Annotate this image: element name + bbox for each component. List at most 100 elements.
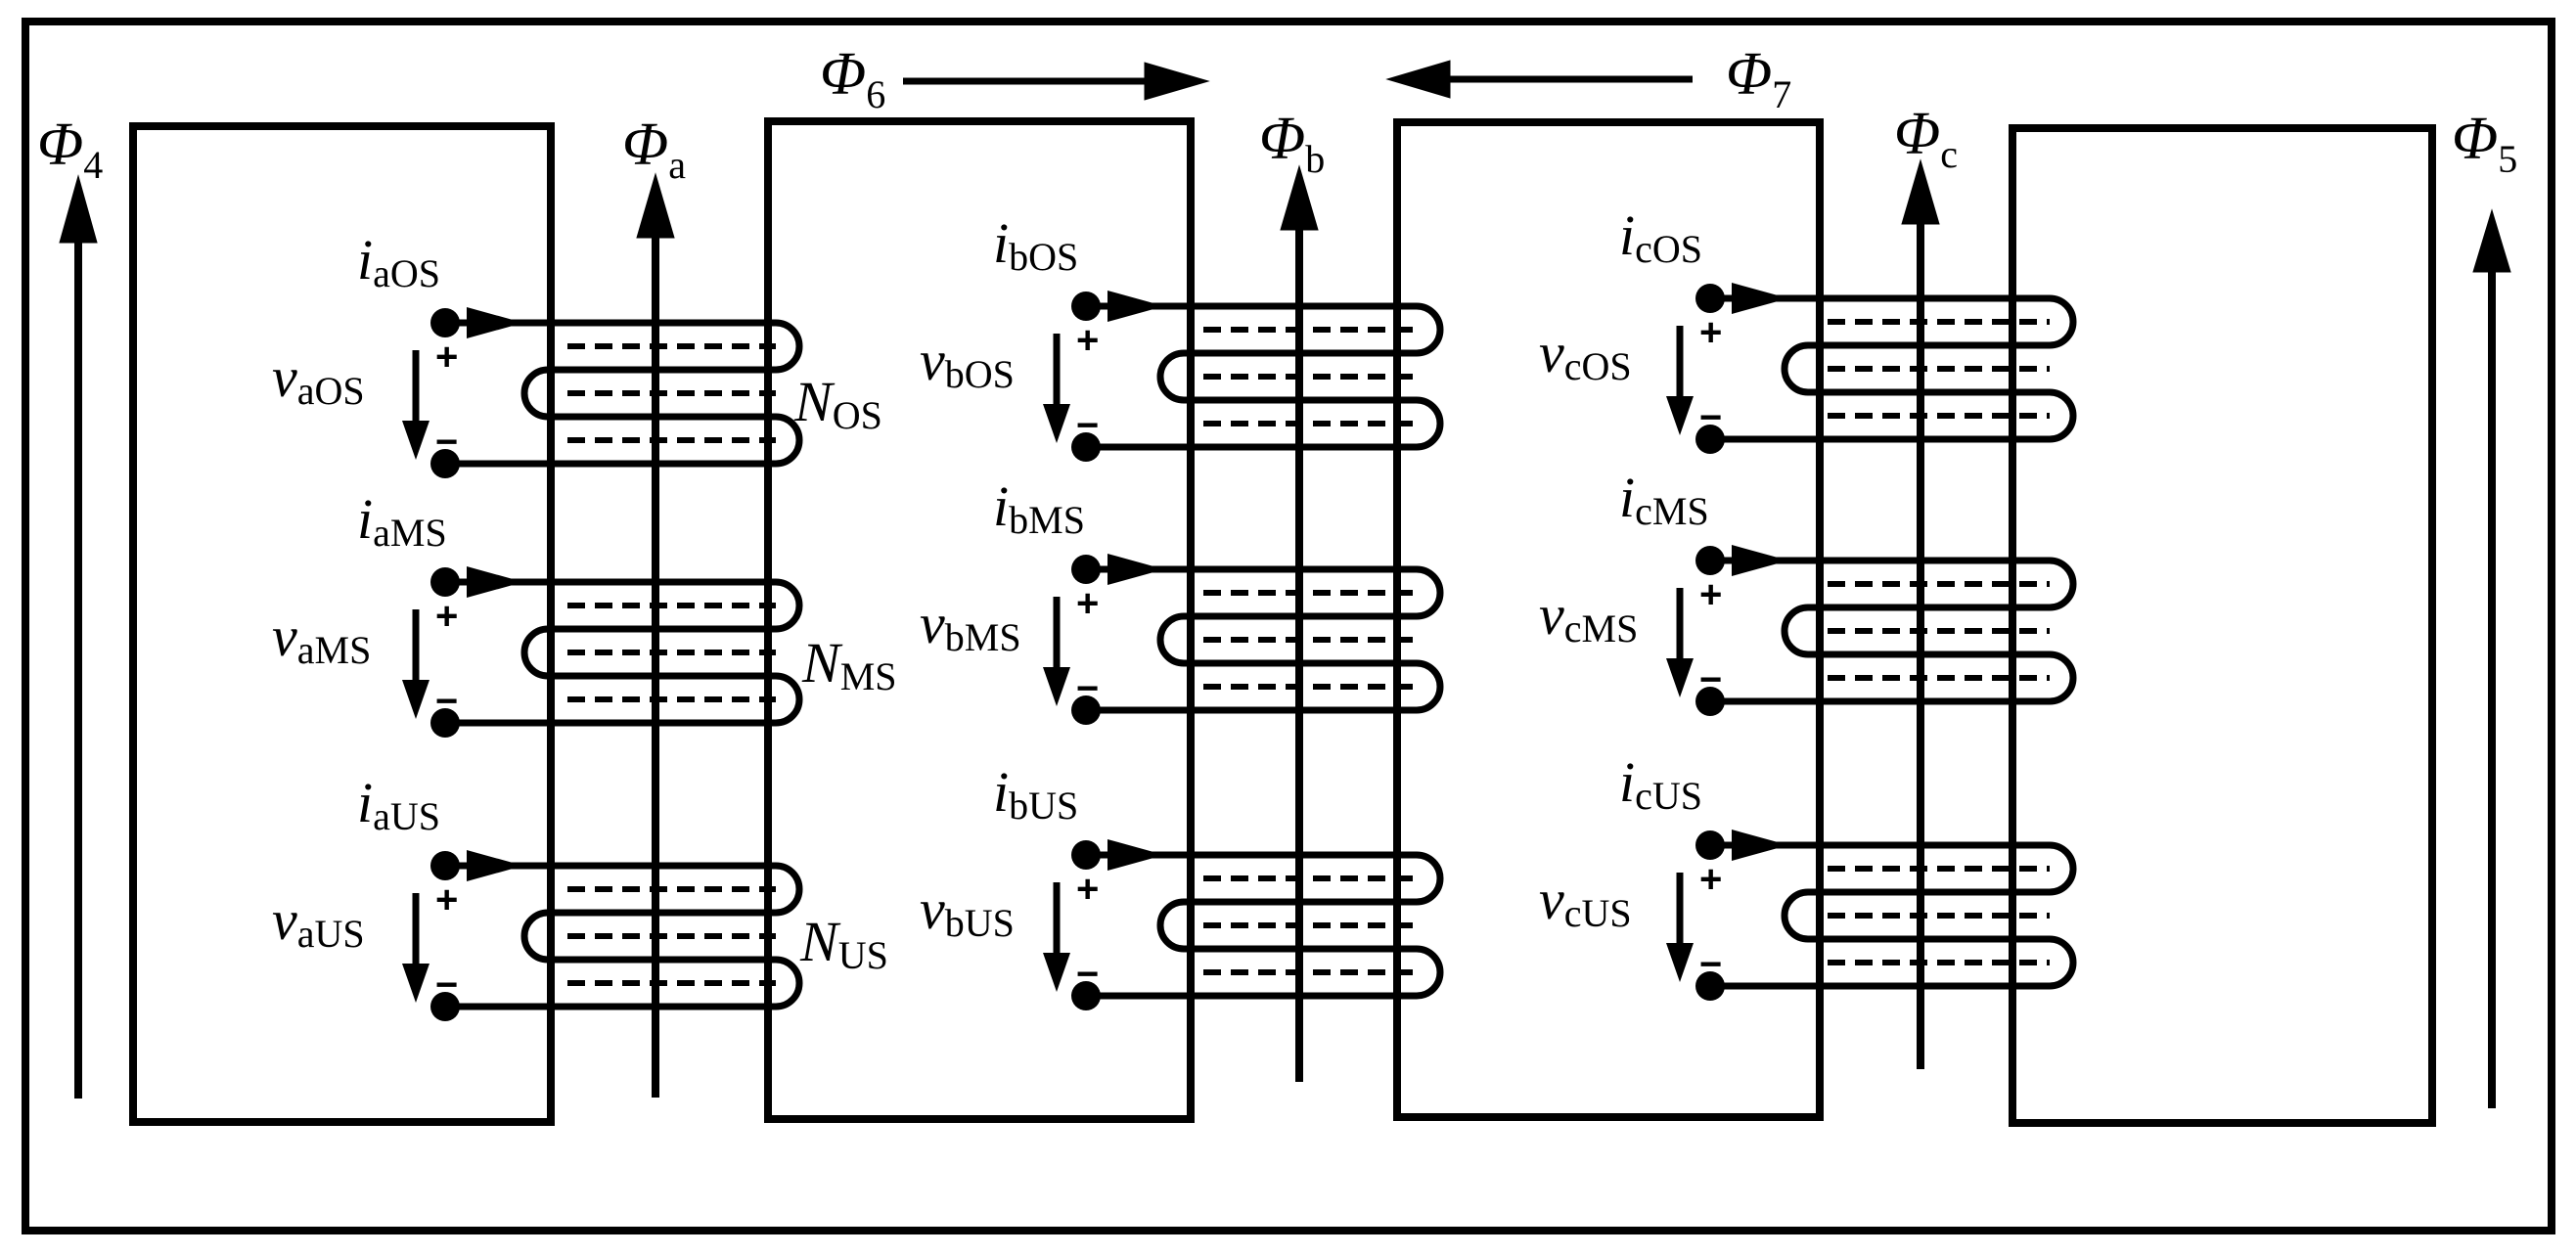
polarity-plus: + — [435, 336, 458, 379]
voltage-arrowhead — [1043, 667, 1070, 706]
terminal-dot-negative — [1071, 432, 1101, 462]
winding-coil — [445, 862, 803, 1010]
flux-label-phib: Φb — [1259, 106, 1325, 181]
polarity-plus: + — [435, 595, 458, 638]
polarity-plus: + — [1076, 319, 1099, 362]
winding-c-os — [1666, 283, 2077, 454]
terminal-dot-positive — [1071, 292, 1101, 321]
terminal-dot-negative — [1695, 687, 1725, 716]
flux-label-phi4: Φ4 — [37, 112, 103, 187]
polarity-minus: − — [1699, 943, 1722, 986]
voltage-label-a-os: vaOS — [272, 345, 365, 413]
winding-b-us — [1043, 839, 1444, 1010]
polarity-plus: + — [1699, 311, 1722, 354]
current-arrow — [1732, 830, 1788, 861]
terminal-dot-positive — [430, 308, 460, 337]
winding-coil — [1710, 557, 2077, 705]
winding-a-us — [402, 850, 803, 1021]
flux-label-phia: Φa — [622, 112, 686, 187]
terminal-dot-negative — [1071, 981, 1101, 1010]
terminal-dot-positive — [1695, 830, 1725, 860]
flux-label-phi7: Φ7 — [1726, 41, 1791, 116]
winding-c-ms — [1666, 545, 2077, 716]
terminal-dot-negative — [430, 992, 460, 1021]
terminal-dot-negative — [430, 449, 460, 478]
polarity-minus: − — [435, 680, 458, 723]
winding-a-os — [402, 307, 803, 478]
voltage-label-b-us: vbUS — [920, 877, 1015, 945]
polarity-minus: − — [1076, 404, 1099, 447]
current-arrow — [1732, 283, 1788, 314]
winding-coil — [445, 578, 803, 727]
terminal-dot-positive — [430, 851, 460, 880]
current-label-b-us: ibUS — [993, 760, 1078, 828]
current-arrow — [1107, 554, 1164, 585]
voltage-label-a-us: vaUS — [272, 888, 365, 956]
winding-coil — [1086, 851, 1444, 1000]
voltage-arrowhead — [1043, 404, 1070, 443]
polarity-marks: +−+−+−+−+−+−+−+−+− — [435, 311, 1722, 1007]
flux-label-phi6: Φ6 — [820, 41, 885, 116]
current-arrow — [467, 566, 523, 598]
voltage-arrowhead — [402, 421, 429, 460]
turns-label-os: NOS — [793, 370, 882, 437]
terminal-dot-negative — [430, 708, 460, 738]
polarity-minus: − — [435, 421, 458, 464]
terminal-dot-positive — [1071, 555, 1101, 584]
voltage-label-c-us: vcUS — [1539, 868, 1632, 935]
polarity-plus: + — [1076, 868, 1099, 911]
terminal-dot-negative — [1071, 695, 1101, 725]
core-window-2 — [764, 117, 1195, 1123]
core-outer-frame — [22, 18, 2555, 1234]
winding-b-os — [1043, 291, 1444, 462]
current-arrow — [1732, 545, 1788, 576]
current-label-a-us: iaUS — [357, 771, 440, 838]
voltage-label-b-os: vbOS — [920, 329, 1015, 396]
polarity-minus: − — [1699, 658, 1722, 701]
voltage-arrowhead — [1666, 658, 1694, 697]
flux-arrows — [59, 60, 2511, 1108]
current-label-b-os: ibOS — [993, 211, 1078, 279]
winding-coil — [1710, 294, 2077, 443]
windings — [402, 283, 2077, 1021]
winding-labels: iaOSvaOSiaMSvaMSiaUSvaUSibOSvbOSibMSvbMS… — [272, 203, 1709, 956]
polarity-minus: − — [1076, 667, 1099, 710]
winding-coil — [445, 319, 803, 468]
voltage-arrowhead — [1666, 396, 1694, 435]
winding-coil — [1086, 302, 1444, 451]
core-window-1 — [129, 122, 555, 1126]
terminal-dot-positive — [1695, 284, 1725, 313]
polarity-plus: + — [1076, 582, 1099, 625]
flux-label-phi5: Φ5 — [2452, 106, 2517, 181]
voltage-arrowhead — [1666, 943, 1694, 982]
core-window-4 — [2009, 124, 2436, 1127]
current-label-a-ms: iaMS — [357, 487, 447, 555]
voltage-label-b-ms: vbMS — [920, 592, 1021, 659]
voltage-label-c-os: vcOS — [1539, 321, 1632, 388]
voltage-arrowhead — [1043, 953, 1070, 992]
flux-label-phic: Φc — [1894, 101, 1958, 176]
current-label-c-us: icUS — [1619, 750, 1702, 818]
winding-coil — [1086, 565, 1444, 714]
current-arrow — [1107, 291, 1164, 322]
voltage-arrowhead — [402, 964, 429, 1003]
polarity-plus: + — [1699, 858, 1722, 901]
current-label-a-os: iaOS — [357, 228, 440, 295]
polarity-minus: − — [1699, 396, 1722, 439]
turns-label-us: NUS — [799, 910, 888, 977]
polarity-minus: − — [435, 964, 458, 1007]
winding-coil — [1710, 841, 2077, 990]
winding-b-ms — [1043, 554, 1444, 725]
current-label-c-os: icOS — [1619, 203, 1702, 271]
terminal-dot-positive — [1695, 546, 1725, 575]
turns-label-ms: NMS — [801, 631, 897, 698]
voltage-label-a-ms: vaMS — [272, 605, 371, 672]
polarity-plus: + — [435, 878, 458, 921]
current-arrow — [1107, 839, 1164, 871]
polarity-minus: − — [1076, 953, 1099, 996]
winding-a-ms — [402, 566, 803, 738]
terminal-dot-positive — [430, 567, 460, 597]
voltage-arrowhead — [402, 680, 429, 719]
terminal-dot-positive — [1071, 840, 1101, 870]
